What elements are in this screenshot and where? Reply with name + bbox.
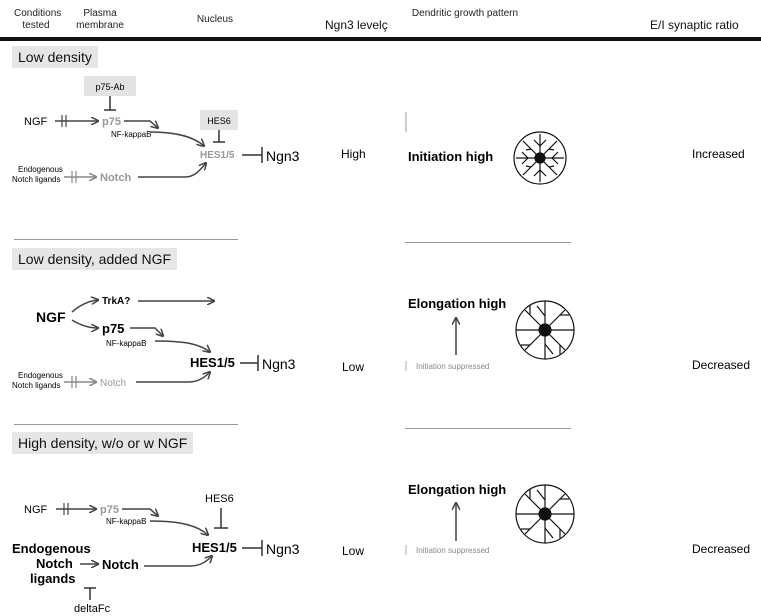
separator bbox=[14, 424, 238, 425]
notch-ligands-label: Notch ligands bbox=[12, 381, 60, 390]
separator bbox=[405, 428, 571, 429]
ratio-decreased: Decreased bbox=[692, 358, 750, 372]
section-title-low-density: Low density bbox=[12, 46, 98, 68]
ngn3-label: Ngn3 bbox=[266, 148, 300, 164]
separator bbox=[405, 242, 571, 243]
p75-ab-box bbox=[84, 76, 136, 96]
section-title-added-ngf: Low density, added NGF bbox=[12, 248, 178, 270]
trka-label: TrkA? bbox=[102, 296, 130, 307]
separator bbox=[14, 239, 238, 240]
notch-label: Notch bbox=[102, 557, 139, 572]
header-conditions: Conditions tested bbox=[14, 8, 62, 31]
endogenous-label: Endogenous bbox=[18, 165, 63, 174]
ngf-label: NGF bbox=[24, 116, 48, 128]
hes15-label: HES1/5 bbox=[190, 355, 235, 370]
neuron-elongation-icon bbox=[515, 300, 575, 360]
pattern-elongation-high: Elongation high bbox=[408, 296, 506, 311]
header-ei: E/I synaptic ratio bbox=[650, 18, 739, 32]
ratio-increased: Increased bbox=[692, 147, 745, 161]
p75-label: p75 bbox=[100, 504, 119, 516]
ligands-label: ligands bbox=[30, 571, 76, 586]
p75-ab-label: p75-Ab bbox=[95, 82, 124, 92]
initiation-suppressed-label: Initiation suppressed bbox=[416, 546, 489, 555]
pattern-elongation-high: Elongation high bbox=[408, 482, 506, 497]
notch-ligands-label: Notch bbox=[36, 556, 73, 571]
ngn3-level-low: Low bbox=[342, 360, 364, 374]
section-title-high-density: High density, w/o or w NGF bbox=[12, 432, 194, 454]
pattern-initiation-high: Initiation high bbox=[408, 149, 493, 164]
hes6-label: HES6 bbox=[205, 493, 234, 505]
endogenous-label: Endogenous bbox=[18, 371, 63, 380]
ngn3-label: Ngn3 bbox=[262, 356, 296, 372]
header-dendritic: Dendritic growth pattern bbox=[411, 8, 519, 19]
deltafc-label: deltaFc bbox=[74, 603, 111, 615]
neuron-elongation-icon bbox=[515, 484, 575, 544]
nf-kappab-label: NF-kappaB bbox=[106, 339, 146, 348]
nf-kappab-label: NF-kappaB bbox=[111, 130, 151, 139]
endogenous-label: Endogenous bbox=[12, 541, 91, 556]
nf-kappab-label: NF-kappaB bbox=[106, 517, 146, 526]
hes15-label: HES1/5 bbox=[192, 540, 237, 555]
neuron-initiation-icon bbox=[513, 131, 567, 185]
hes6-box bbox=[200, 110, 238, 130]
ngn3-label: Ngn3 bbox=[266, 541, 300, 557]
initiation-suppressed-label: Initiation suppressed bbox=[416, 362, 489, 371]
notch-ligands-label: Notch ligands bbox=[12, 175, 60, 184]
notch-label: Notch bbox=[100, 172, 131, 184]
notch-label: Notch bbox=[100, 378, 126, 389]
header-ngn3: Ngn3 levelç bbox=[325, 18, 388, 32]
p75-label: p75 bbox=[102, 321, 124, 336]
hes6-label: HES6 bbox=[207, 116, 231, 126]
hes15-label: HES1/5 bbox=[200, 150, 235, 161]
p75-label: p75 bbox=[102, 116, 121, 128]
header-plasma: Plasma membrane bbox=[76, 8, 124, 31]
header-nucleus: Nucleus bbox=[196, 14, 234, 25]
ngn3-level-high: High bbox=[341, 147, 366, 161]
ngf-label: NGF bbox=[24, 504, 48, 516]
ngf-label: NGF bbox=[36, 309, 66, 325]
ngn3-level-low: Low bbox=[342, 544, 364, 558]
ratio-decreased: Decreased bbox=[692, 542, 750, 556]
header-rule bbox=[0, 37, 761, 41]
